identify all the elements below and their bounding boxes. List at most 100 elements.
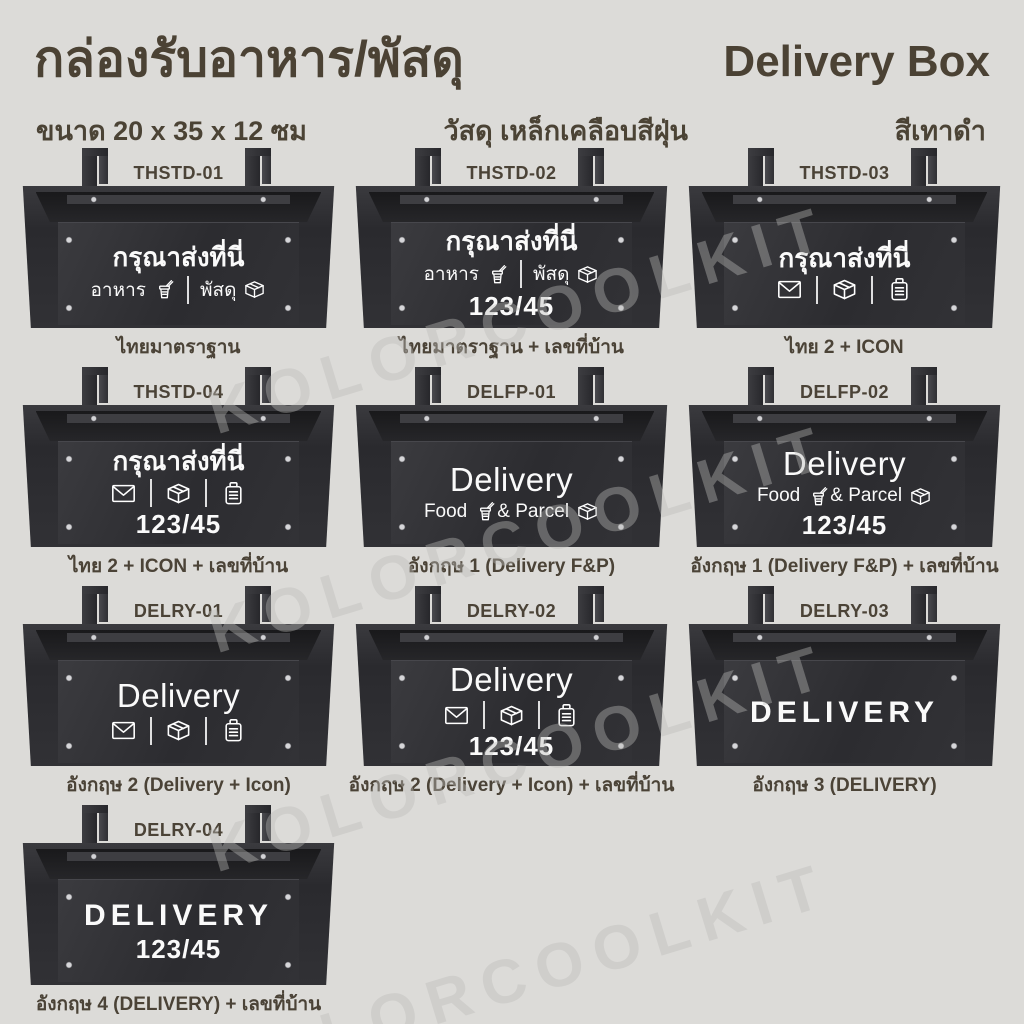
box-opening [368, 630, 655, 660]
panel-label-with-icon: พัสดุ [200, 275, 266, 305]
box-front-panel: กรุณาส่งที่นี่ อาหารพัสดุ [58, 222, 299, 325]
hook-cap [748, 586, 775, 594]
page-title-thai: กล่องรับอาหาร/พัสดุ [34, 31, 464, 87]
panel-subline [776, 275, 913, 304]
panel-headline: DELIVERY [84, 898, 273, 932]
panel-label-with-icon: Food [757, 485, 830, 508]
hook-leg [261, 586, 271, 622]
hook-leg [927, 367, 937, 403]
panel-label: Food [423, 500, 468, 522]
hook-leg [99, 148, 109, 184]
hook-cap [244, 367, 271, 375]
panel-divider [150, 716, 152, 745]
panel-headline: Delivery [116, 677, 241, 715]
product-card: THSTD-04 กรุณาส่งที่นี่ 123/45 ไทย 2 + I… [12, 367, 345, 586]
title-row: กล่องรับอาหาร/พัสดุ Delivery Box [34, 20, 990, 99]
hook-cap [748, 148, 775, 156]
hook-leg [594, 367, 604, 403]
box-front-panel: Delivery [58, 660, 299, 763]
hook-leg [261, 148, 271, 184]
delivery-box: DELIVERY [684, 624, 1005, 766]
variant-caption: อังกฤษ 4 (DELIVERY) + เลขที่บ้าน [35, 994, 322, 1015]
variant-caption: ไทยมาตราฐาน [116, 337, 241, 358]
model-code: DELRY-03 [799, 601, 890, 621]
box-front-panel: Delivery 123/45 [391, 660, 632, 763]
panel-headline: กรุณาส่งที่นี่ [445, 226, 578, 257]
box-opening [35, 630, 322, 660]
panel-label: อาหาร [423, 264, 479, 285]
header: กล่องรับอาหาร/พัสดุ Delivery Box ขนาด 20… [0, 0, 1024, 152]
delivery-bag-icon [886, 276, 913, 303]
product-photo: DELRY-03 DELIVERY [684, 586, 1005, 775]
model-code: DELRY-04 [133, 820, 224, 840]
variant-caption: อังกฤษ 1 (Delivery F&P) + เลขที่บ้าน [690, 556, 999, 577]
product-photo: THSTD-04 กรุณาส่งที่นี่ 123/45 [18, 367, 339, 556]
box-front-panel: Delivery Food& Parcel [391, 441, 632, 544]
box-back-rail [400, 414, 623, 423]
hook-cap [577, 367, 604, 375]
model-code: THSTD-01 [133, 163, 224, 183]
product-photo: THSTD-01 กรุณาส่งที่นี่ อาหารพัสดุ [18, 148, 339, 337]
envelope-icon [443, 702, 470, 729]
model-code: DELFP-01 [466, 382, 557, 402]
panel-divider [205, 716, 207, 745]
product-card: THSTD-02 กรุณาส่งที่นี่ อาหารพัสดุ 123/4… [345, 148, 678, 367]
product-photo: DELRY-02 Delivery 123/45 [351, 586, 672, 775]
panel-label-with-icon: & Parcel [830, 485, 932, 508]
product-grid: THSTD-01 กรุณาส่งที่นี่ อาหารพัสดุ ไทยมา… [12, 148, 1012, 1024]
hook-leg [432, 586, 442, 622]
panel-label-with-icon: พัสดุ [533, 259, 599, 289]
food-container-icon [153, 278, 176, 301]
panel-label-with-icon: Food [424, 500, 497, 523]
material-spec: วัสดุ เหล็กเคลือบสีฝุ่น [443, 116, 689, 146]
box-front-panel: กรุณาส่งที่นี่ [724, 222, 965, 325]
panel-headline: DELIVERY [750, 695, 939, 729]
spec-row: ขนาด 20 x 35 x 12 ซม วัสดุ เหล็กเคลือบสี… [34, 109, 990, 152]
variant-caption: ไทย 2 + ICON + เลขที่บ้าน [68, 556, 289, 577]
box-front-panel: Delivery Food& Parcel 123/45 [724, 441, 965, 544]
panel-subline: อาหาร พัสดุ [91, 275, 267, 305]
envelope-icon [110, 480, 137, 507]
food-container-icon [486, 263, 509, 286]
panel-divider [187, 275, 189, 304]
product-photo: DELFP-01 Delivery Food& Parcel [351, 367, 672, 556]
box-back-rail [67, 852, 290, 861]
panel-divider [816, 275, 818, 304]
product-card: DELFP-02 Delivery Food& Parcel 123/45 อั… [678, 367, 1011, 586]
panel-divider [871, 275, 873, 304]
model-code: THSTD-03 [799, 163, 890, 183]
hook-leg [594, 148, 604, 184]
panel-label: อาหาร [90, 279, 146, 301]
hook-leg [927, 586, 937, 622]
product-card: DELRY-03 DELIVERY อังกฤษ 3 (DELIVERY) [678, 586, 1011, 805]
parcel-box-icon [831, 276, 858, 303]
delivery-box: กรุณาส่งที่นี่ อาหารพัสดุ 123/45 [351, 186, 672, 328]
box-back-rail [67, 633, 290, 642]
panel-headline: Delivery [449, 661, 574, 699]
product-photo: THSTD-02 กรุณาส่งที่นี่ อาหารพัสดุ 123/4… [351, 148, 672, 337]
panel-subline [110, 479, 247, 507]
product-photo: DELFP-02 Delivery Food& Parcel 123/45 [684, 367, 1005, 556]
box-opening [368, 411, 655, 441]
box-back-rail [400, 633, 623, 642]
delivery-box: Delivery Food& Parcel [351, 405, 672, 547]
box-opening [35, 411, 322, 441]
parcel-box-icon [498, 702, 525, 729]
hook-leg [927, 148, 937, 184]
model-code: DELRY-01 [133, 601, 224, 621]
hook-cap [910, 586, 937, 594]
product-card: DELRY-01 Delivery อังกฤษ 2 (Delivery + I… [12, 586, 345, 805]
hook-leg [432, 367, 442, 403]
panel-divider [483, 701, 485, 730]
delivery-bag-icon [220, 480, 247, 507]
delivery-box: กรุณาส่งที่นี่ อาหารพัสดุ [18, 186, 339, 328]
hook-cap [82, 148, 109, 156]
hook-cap [910, 148, 937, 156]
hook-cap [748, 367, 775, 375]
hook-leg [765, 148, 775, 184]
delivery-box: Delivery [18, 624, 339, 766]
variant-caption: อังกฤษ 2 (Delivery + Icon) [66, 775, 291, 796]
panel-headline: กรุณาส่งที่นี่ [778, 243, 911, 274]
hook-cap [82, 805, 109, 813]
variant-caption: อังกฤษ 3 (DELIVERY) [752, 775, 937, 796]
